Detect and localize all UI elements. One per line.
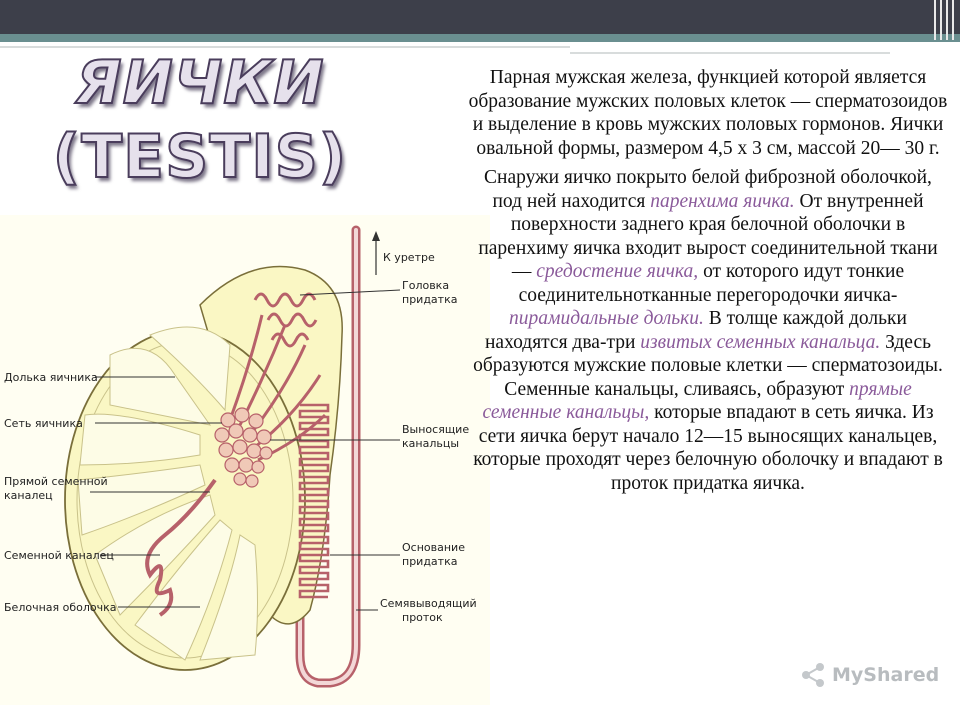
label-head-2: придатка <box>402 293 457 306</box>
label-head-1: Головка <box>402 279 449 292</box>
text-segment: Здесь образуются мужские половые клетки … <box>473 331 943 400</box>
paragraph-1: Парная мужская железа, функцией которой … <box>468 67 948 159</box>
term-convoluted-tubules: извитых семенных канальца. <box>640 331 881 353</box>
term-parenchyma: паренхима яичка. <box>650 190 795 212</box>
seminiferous-tubule <box>145 478 217 617</box>
testis-diagram: К уретре <box>0 215 490 705</box>
paragraph-2: Снаружи яичко покрыто белой фиброзной об… <box>468 166 948 495</box>
title-line-1: ЯИЧКИ <box>74 47 325 119</box>
description-text: Парная мужская железа, функцией которой … <box>468 66 948 495</box>
text-segment: Снаружи яичко покрыто белой фиброзной об… <box>484 167 932 212</box>
corner-stripes <box>930 0 960 40</box>
epididymis-head-coils <box>253 292 318 348</box>
term-straight-tubules: прямые семенные канальцы, <box>482 378 912 424</box>
label-efferent-1: Выносящие <box>402 423 469 436</box>
decor-line <box>0 46 570 48</box>
label-duct-1: Семявыводящий <box>380 597 477 610</box>
label-base-2: придатка <box>402 555 457 568</box>
rete-testis <box>214 407 273 488</box>
label-base-1: Основание <box>402 541 465 554</box>
text-segment: которые впадают в сеть яичка. Из сети яи… <box>473 402 943 494</box>
label-straight-1: Прямой семенной <box>4 475 108 488</box>
watermark-text: MyShared <box>832 664 940 686</box>
watermark-logo <box>802 663 824 687</box>
label-duct-2: проток <box>402 611 443 624</box>
epididymis-body-coils <box>298 403 330 599</box>
label-straight-2: каналец <box>4 489 53 502</box>
label-rete: Сеть яичника <box>4 417 83 430</box>
leader-lines <box>90 289 401 611</box>
term-mediastinum: средостение яичка, <box>536 261 699 282</box>
accent-band <box>0 34 960 42</box>
title-line-2: (TESTIS) <box>52 121 348 193</box>
label-lobule: Долька яичника <box>4 371 98 384</box>
text-segment: В толще каждой дольки находятся два-три <box>484 308 907 353</box>
label-albuginea: Белочная оболочка <box>4 601 117 614</box>
lobules <box>77 326 258 661</box>
top-bar <box>0 0 960 34</box>
label-seminiferous: Семенной каналец <box>4 549 114 562</box>
label-efferent-2: канальцы <box>402 437 459 450</box>
text-segment: от которого идут тонкие соединительнотка… <box>518 261 905 306</box>
share-icon <box>802 663 824 687</box>
term-pyramidal-lobules: пирамидальные дольки. <box>509 308 704 329</box>
text-segment: От внутренней поверхности заднего края б… <box>478 190 938 283</box>
decor-line <box>570 52 890 54</box>
slide-title: ЯИЧКИ (TESTIS) <box>40 46 360 194</box>
label-urethra: К уретре <box>383 251 435 264</box>
